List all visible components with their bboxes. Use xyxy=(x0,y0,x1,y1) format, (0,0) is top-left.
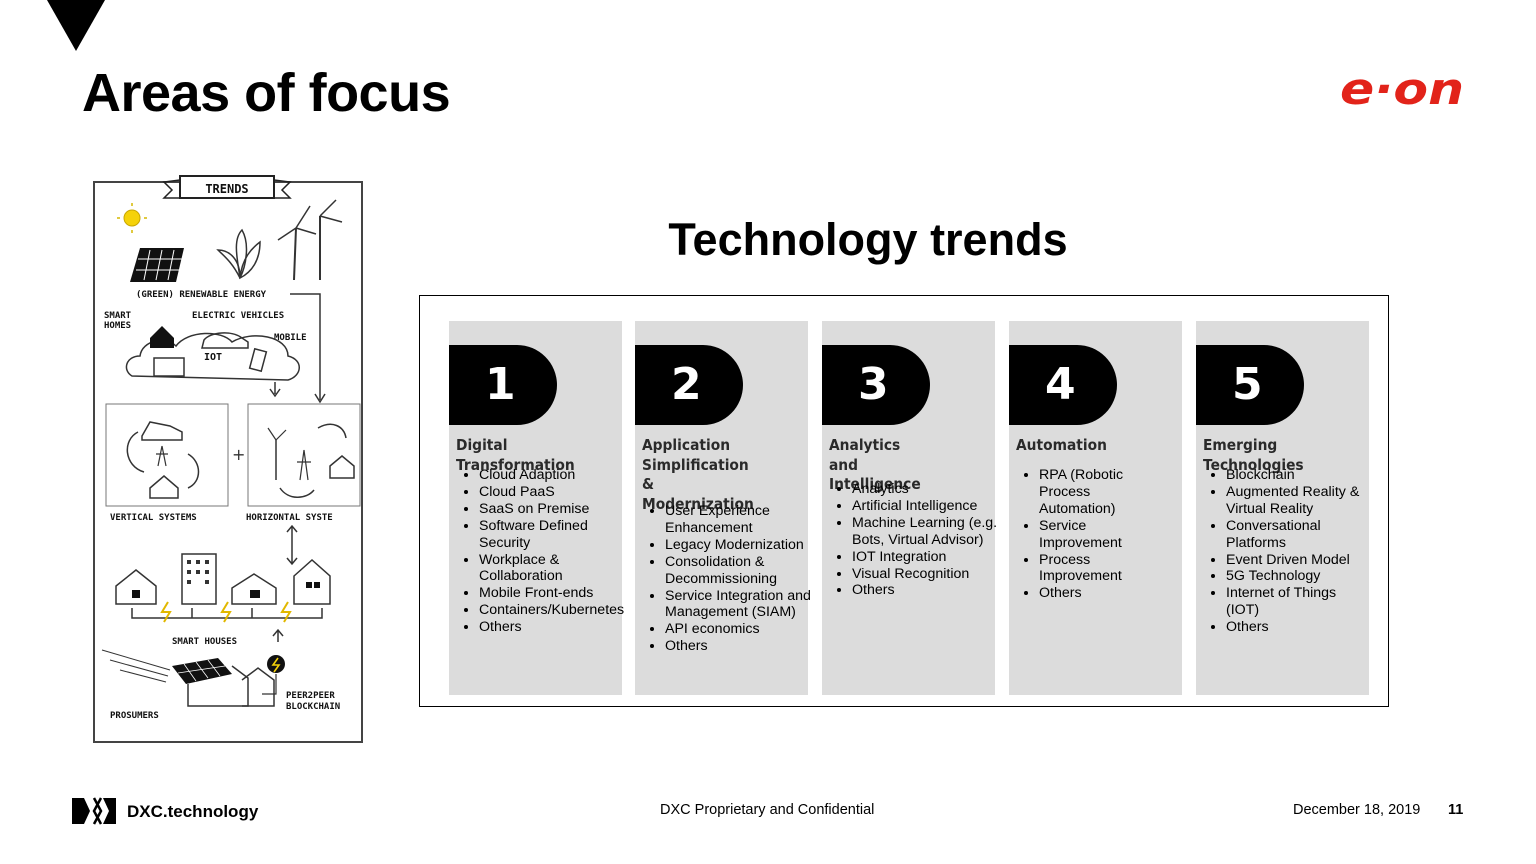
trend-title: Analytics and Intelligence xyxy=(829,436,921,493)
trend-list: RPA (Robotic Process Automation) Service… xyxy=(1019,467,1159,602)
trend-card-4: 4 Automation RPA (Robotic Process Automa… xyxy=(1009,321,1182,695)
list-item: Others xyxy=(1226,619,1372,636)
dxc-logo: DXC.technology xyxy=(72,797,259,825)
trend-number-tab: 5 xyxy=(1196,345,1304,425)
list-item: Mobile Front-ends xyxy=(479,585,625,602)
list-item: Machine Learning (e.g. Bots, Virtual Adv… xyxy=(852,515,998,549)
page-title: Areas of focus xyxy=(82,63,451,123)
footer-confidential: DXC Proprietary and Confidential xyxy=(660,802,875,818)
trend-title: Emerging Technologies xyxy=(1203,436,1304,474)
horizontal-systems-label: HORIZONTAL SYSTE xyxy=(246,513,333,523)
plus-sign: + xyxy=(232,445,245,464)
smart-homes-label-1: SMART xyxy=(104,311,132,321)
trend-number-tab: 2 xyxy=(635,345,743,425)
section-title: Technology trends xyxy=(668,214,1068,265)
trend-number-tab: 3 xyxy=(822,345,930,425)
list-item: Legacy Modernization xyxy=(665,537,811,554)
list-item: Others xyxy=(479,619,625,636)
list-item: Others xyxy=(665,638,811,655)
list-item: Internet of Things (IOT) xyxy=(1226,585,1372,619)
trend-list: Blockchain Augmented Reality & Virtual R… xyxy=(1206,467,1372,636)
trend-title: Automation xyxy=(1016,436,1107,454)
dxc-brand-text: DXC.technology xyxy=(127,802,259,821)
trend-number-tab: 1 xyxy=(449,345,557,425)
p2p-label-2: BLOCKCHAIN xyxy=(286,702,340,712)
list-item: RPA (Robotic Process Automation) xyxy=(1039,467,1159,518)
vertical-systems-label: VERTICAL SYSTEMS xyxy=(110,513,197,523)
prosumers-label: PROSUMERS xyxy=(110,711,159,721)
trend-card-3: 3 Analytics and Intelligence Analytics A… xyxy=(822,321,998,695)
list-item: API economics xyxy=(665,621,811,638)
list-item: Software Defined Security xyxy=(479,518,625,552)
iot-label: IOT xyxy=(204,352,222,363)
trend-list: Analytics Artificial Intelligence Machin… xyxy=(832,481,998,599)
list-item: Cloud Adaption xyxy=(479,467,625,484)
trend-number: 4 xyxy=(1045,359,1076,410)
banner-label: TRENDS xyxy=(205,182,248,196)
trend-card-2: 2 Application Simplification & Moderniza… xyxy=(635,321,811,695)
eon-logo: e·on xyxy=(1340,66,1464,114)
trend-number: 3 xyxy=(858,359,889,410)
trends-illustration: TRENDS (GREEN) RENEWABLE ENERGY SMART HO… xyxy=(93,175,363,743)
trend-number: 2 xyxy=(671,359,702,410)
trend-number: 5 xyxy=(1232,359,1263,410)
list-item: IOT Integration xyxy=(852,549,998,566)
list-item: Others xyxy=(1039,585,1159,602)
list-item: SaaS on Premise xyxy=(479,501,625,518)
list-item: Visual Recognition xyxy=(852,566,998,583)
p2p-label-1: PEER2PEER xyxy=(286,691,335,701)
corner-triangle-decoration xyxy=(47,0,105,51)
trend-cards-frame: 1 Digital Transformation Cloud Adaption … xyxy=(419,295,1389,707)
trend-title: Application Simplification & Modernizati… xyxy=(642,436,754,513)
list-item: 5G Technology xyxy=(1226,568,1372,585)
list-item: Augmented Reality & Virtual Reality xyxy=(1226,484,1372,518)
list-item: User Experience Enhancement xyxy=(665,503,811,537)
list-item: Event Driven Model xyxy=(1226,552,1372,569)
trend-list: Cloud Adaption Cloud PaaS SaaS on Premis… xyxy=(459,467,625,636)
smart-homes-label-2: HOMES xyxy=(104,321,131,331)
smart-houses-label: SMART HOUSES xyxy=(172,637,237,647)
footer-date: December 18, 2019 xyxy=(1293,802,1421,818)
trend-number-tab: 4 xyxy=(1009,345,1117,425)
list-item: Process Improvement xyxy=(1039,552,1159,586)
page-number: 11 xyxy=(1448,802,1464,818)
electric-vehicles-label: ELECTRIC VEHICLES xyxy=(192,311,284,321)
list-item: Conversational Platforms xyxy=(1226,518,1372,552)
list-item: Service Improvement xyxy=(1039,518,1159,552)
list-item: Service Integration and Management (SIAM… xyxy=(665,588,811,622)
svg-text:e·on: e·on xyxy=(1340,66,1464,114)
list-item: Blockchain xyxy=(1226,467,1372,484)
list-item: Analytics xyxy=(852,481,998,498)
trend-number: 1 xyxy=(485,359,516,410)
list-item: Containers/Kubernetes xyxy=(479,602,625,619)
list-item: Others xyxy=(852,582,998,599)
trend-list: User Experience Enhancement Legacy Moder… xyxy=(645,503,811,655)
list-item: Artificial Intelligence xyxy=(852,498,998,515)
trend-title: Digital Transformation xyxy=(456,436,575,474)
list-item: Workplace & Collaboration xyxy=(479,552,625,586)
trend-card-5: 5 Emerging Technologies Blockchain Augme… xyxy=(1196,321,1369,695)
renewable-label: (GREEN) RENEWABLE ENERGY xyxy=(136,290,267,300)
list-item: Cloud PaaS xyxy=(479,484,625,501)
trend-card-1: 1 Digital Transformation Cloud Adaption … xyxy=(449,321,625,695)
list-item: Consolidation & Decommissioning xyxy=(665,554,811,588)
mobile-label: MOBILE xyxy=(274,333,307,343)
